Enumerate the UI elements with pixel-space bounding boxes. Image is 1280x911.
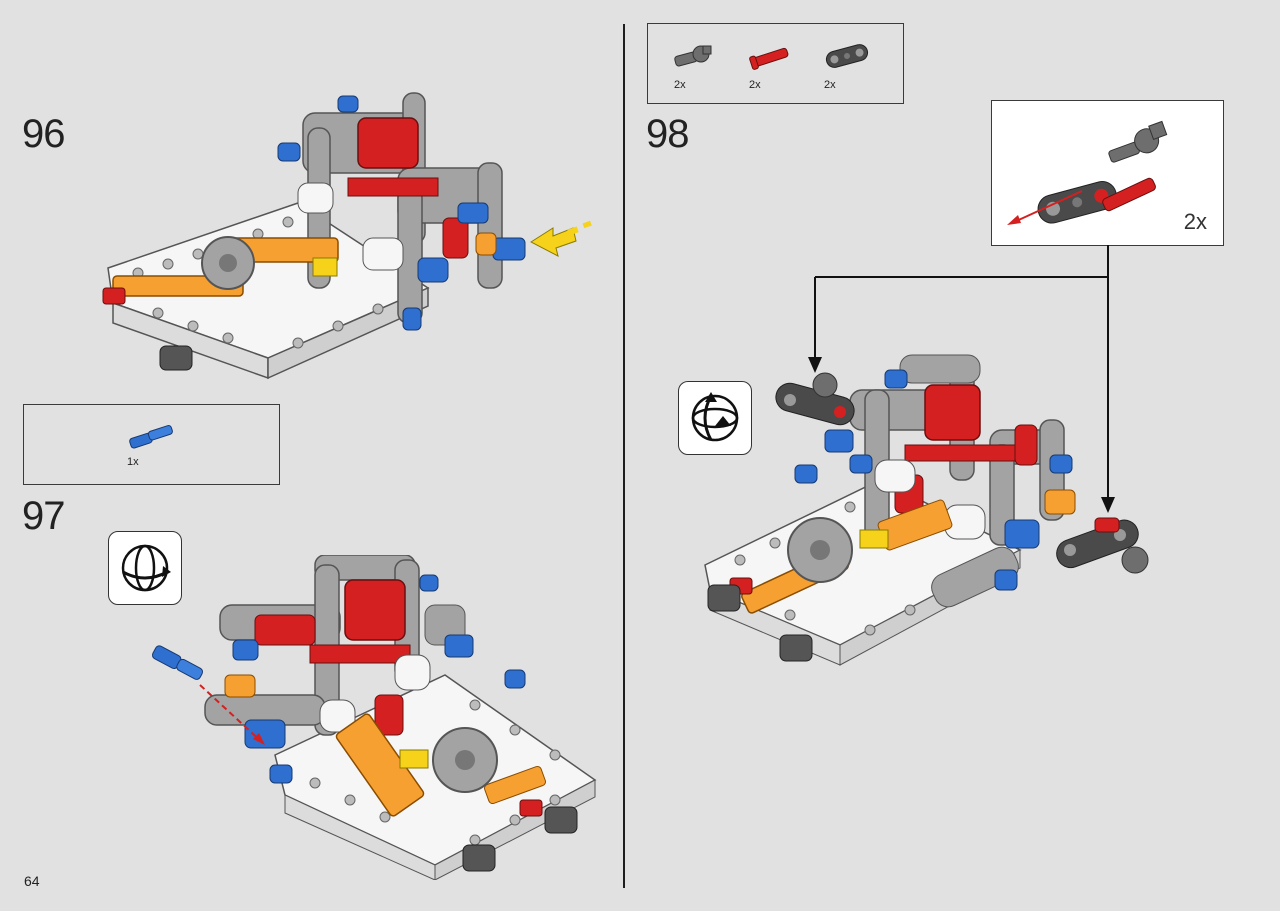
step-98-callout: 2x [991, 100, 1224, 246]
part-quantity: 2x [824, 79, 836, 91]
step-number-97: 97 [22, 494, 65, 538]
callout-subassembly-image [1007, 120, 1168, 225]
callout-quantity: 2x [1183, 209, 1207, 234]
blue-axle-pin-icon [129, 425, 173, 449]
rotate-model-icon [678, 381, 752, 455]
page-number: 64 [24, 873, 40, 889]
step-96-assembly-image [102, 92, 592, 380]
part-quantity: 2x [749, 79, 761, 91]
step-number-96: 96 [22, 112, 65, 156]
step-97-parts-list: 1x [23, 404, 280, 485]
step-98-assembly-image [704, 354, 1149, 666]
callout-connector-arrows [808, 245, 1115, 513]
part-quantity: 1x [127, 456, 139, 468]
part-quantity: 2x [674, 79, 686, 91]
dark-gray-beam-icon [825, 44, 869, 68]
step-97-assembly-image [151, 555, 597, 880]
step-number-98: 98 [646, 112, 689, 156]
rotate-model-icon [108, 531, 182, 605]
page-divider [623, 24, 625, 888]
red-axle-icon [749, 47, 789, 70]
gray-axle-pin-icon [674, 45, 712, 67]
step-98-parts-list: 2x 2x 2x [647, 23, 904, 104]
